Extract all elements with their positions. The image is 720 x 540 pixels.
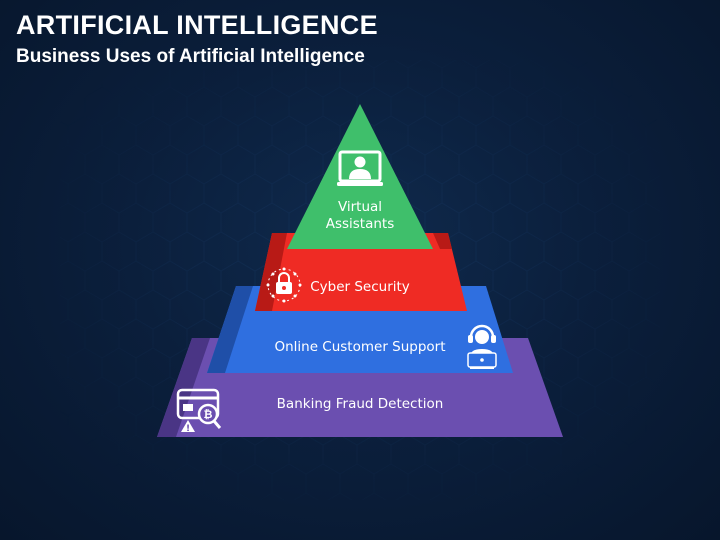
virtual-assistant-laptop-icon [337,150,383,186]
level-label-virtual-line2: Assistants [326,216,395,232]
svg-text:!: ! [186,424,190,434]
level-label-online-support: Online Customer Support [274,339,445,355]
level-label-cyber-security: Cyber Security [310,279,410,295]
headset-agent-icon [467,324,497,369]
credit-card-fraud-icon: ₿ ! [176,388,222,434]
page-title: ARTIFICIAL INTELLIGENCE [16,10,378,40]
padlock-circuit-icon [266,267,302,303]
svg-text:₿: ₿ [204,408,213,421]
level-label-banking: Banking Fraud Detection [277,396,444,412]
pyramid-level-cyber-security: Cyber Security [255,233,467,311]
level-label-virtual-line1: Virtual [338,199,382,215]
pyramid-level-virtual-assistants: Virtual Assistants [287,104,433,249]
